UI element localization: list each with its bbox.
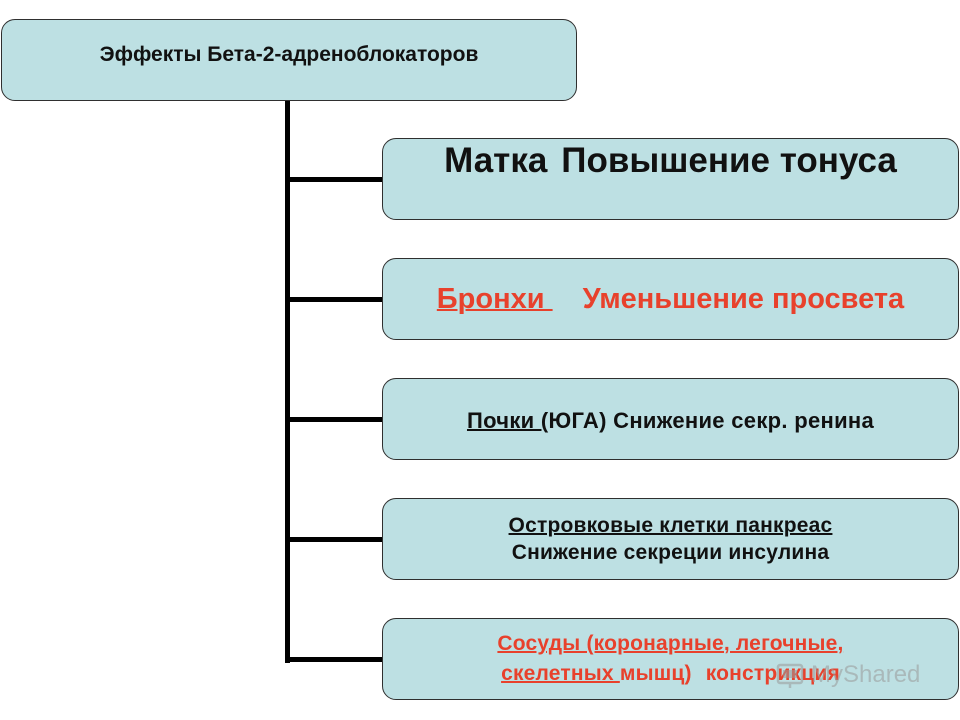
- effect-label: констрикция: [705, 662, 840, 685]
- effect-label: Повышение тонуса: [561, 141, 897, 180]
- effect-label: Снижение секреции инсулина: [511, 541, 830, 564]
- watermark: MyShared: [775, 660, 920, 690]
- watermark-text: MyShared: [811, 661, 921, 688]
- effect-label: Уменьшение просвета: [582, 282, 905, 315]
- organ-label-rest: ЮГА): [548, 408, 607, 433]
- connector-trunk: [285, 101, 290, 663]
- connector-branch-1: [285, 177, 383, 182]
- node-kidneys-text: Почки (ЮГА) Снижение секр. ренина: [467, 408, 874, 434]
- node-kidneys: Почки (ЮГА) Снижение секр. ренина: [382, 378, 959, 460]
- organ-label: Островковые клетки панкреас: [508, 514, 833, 537]
- slide-icon: [776, 663, 804, 688]
- node-uterus-text: Матка Повышение тонуса: [444, 141, 897, 181]
- connector-branch-4: [285, 537, 383, 542]
- connector-branch-2: [285, 297, 383, 302]
- node-vessels-line2: скелетных мышц) констрикция: [501, 659, 840, 689]
- organ-label-underlined: скелетных: [501, 662, 620, 685]
- organ-label: Бронхи: [436, 282, 553, 315]
- node-pancreas-islets: Островковые клетки панкреас Снижение сек…: [382, 498, 959, 580]
- organ-label: Сосуды (коронарные, легочные,: [497, 632, 844, 655]
- effect-label: Снижение секр. ренина: [613, 408, 875, 433]
- node-vessels: Сосуды (коронарные, легочные, скелетных …: [382, 618, 959, 700]
- node-bronchi: Бронхи Уменьшение просвета: [382, 258, 959, 340]
- root-title: Эффекты Бета-2-адреноблокаторов: [99, 43, 479, 66]
- root-node: Эффекты Бета-2-адреноблокаторов: [1, 19, 577, 101]
- connector-branch-5: [285, 657, 383, 662]
- connector-branch-3: [285, 417, 383, 422]
- node-bronchi-text: Бронхи Уменьшение просвета: [437, 283, 904, 316]
- organ-label-rest: мышц): [619, 662, 692, 685]
- organ-label: Матка: [444, 141, 548, 180]
- organ-label: Почки (: [466, 408, 549, 433]
- node-uterus: Матка Повышение тонуса: [382, 138, 959, 220]
